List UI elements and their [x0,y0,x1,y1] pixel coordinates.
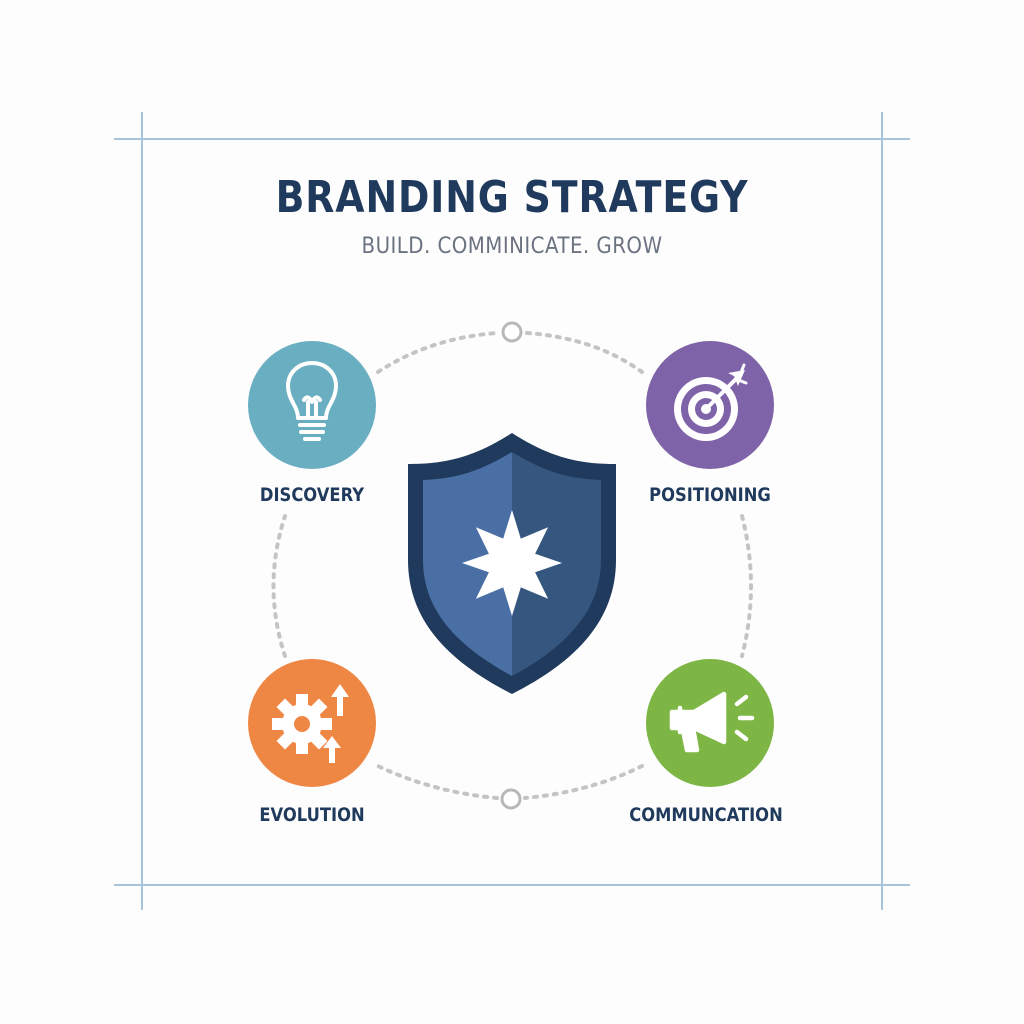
discovery-circle [248,341,376,469]
node-communication [646,659,774,787]
gear-arrows-icon [272,684,349,763]
megaphone-icon [669,691,755,753]
up-arrows-icon [323,684,349,763]
frame-line-left [141,112,143,910]
frame-line-right [881,112,883,910]
path-bottom-right [523,764,644,800]
label-discovery: DISCOVERY [259,484,365,506]
dotted-cycle-path [271,331,753,800]
label-communication: COMMUNCATION [629,804,783,826]
label-positioning: POSITIONING [649,484,771,506]
page-title: BRANDING STRATEGY [275,172,749,223]
node-positioning [646,341,774,469]
frame-line-top [114,138,910,140]
path-top-left [376,331,499,374]
path-bottom-left [376,764,499,800]
path-left [271,514,287,658]
path-right [740,514,753,658]
target-arrow-icon [674,363,748,441]
page-subtitle: BUILD. COMMINICATE. GROW [361,234,663,259]
shield-star-icon [408,433,616,694]
path-node-top [501,321,523,343]
path-node-bottom [500,788,522,810]
frame-line-bottom [114,884,910,886]
node-evolution [248,659,376,787]
lightbulb-icon [286,361,338,441]
node-discovery [248,341,376,469]
star-icon [462,510,562,616]
path-top-right [525,331,644,374]
label-evolution: EVOLUTION [259,804,365,826]
